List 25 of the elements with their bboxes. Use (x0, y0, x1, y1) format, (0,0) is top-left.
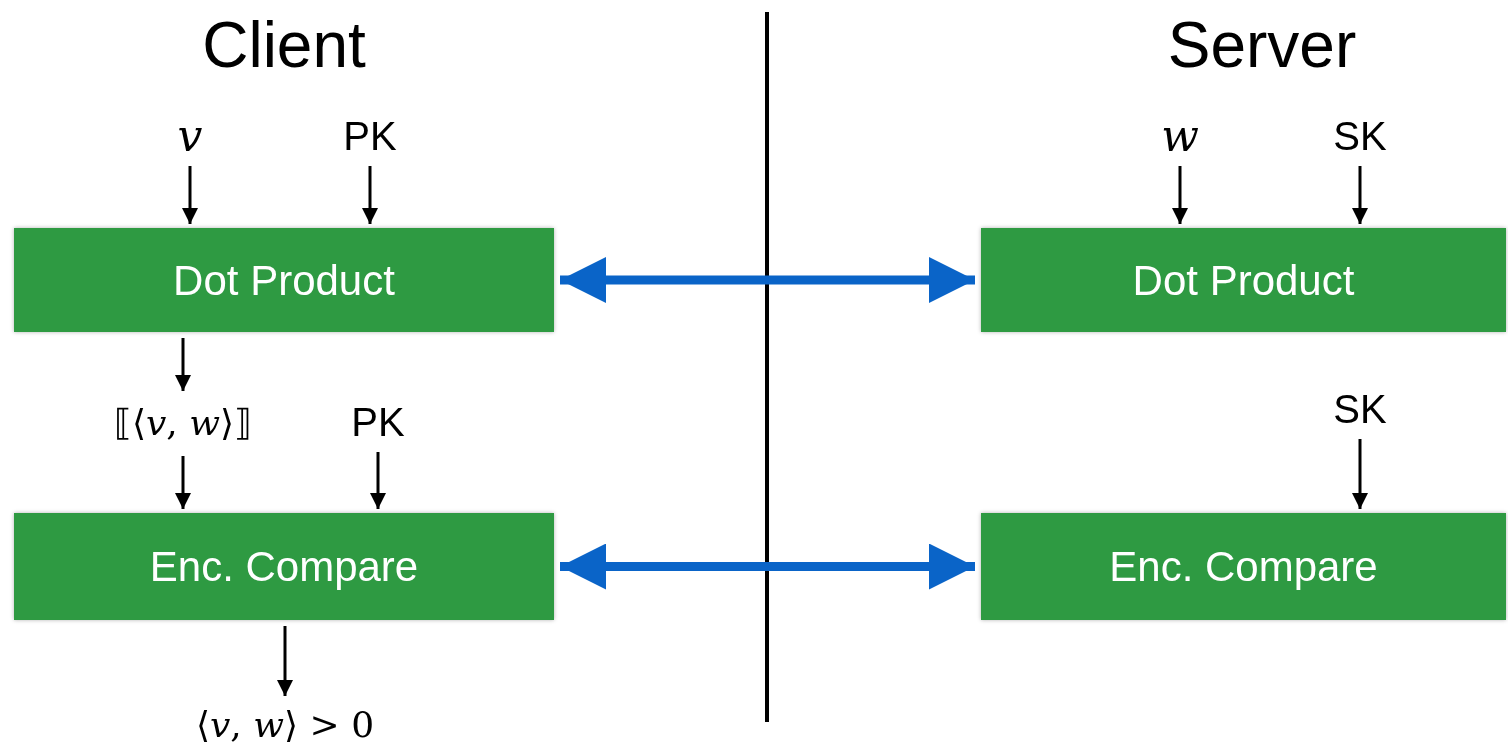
key-label: PK (330, 112, 410, 160)
arrow (1352, 166, 1368, 224)
process-box: Dot Product (14, 228, 554, 332)
variable-label: v (160, 112, 220, 160)
key-label: SK (1320, 385, 1400, 433)
arrow (560, 257, 975, 303)
column-heading: Client (201, 8, 367, 83)
arrow (1352, 439, 1368, 509)
arrow (560, 543, 975, 590)
math-expression: ⟨v, w⟩ > 0 (160, 700, 410, 750)
process-box: Enc. Compare (14, 513, 554, 620)
key-label: PK (338, 398, 418, 446)
variable-label: w (1150, 112, 1210, 160)
arrow (362, 166, 378, 224)
arrow (1172, 166, 1188, 224)
process-box: Dot Product (981, 228, 1506, 332)
arrow (182, 166, 198, 224)
process-box: Enc. Compare (981, 513, 1506, 620)
column-heading: Server (1166, 8, 1358, 83)
arrow (370, 452, 386, 509)
key-label: SK (1320, 112, 1400, 160)
arrow (175, 338, 191, 391)
arrow (277, 626, 293, 696)
arrow (175, 456, 191, 509)
math-expression: ⟦⟨v, w⟩⟧ (88, 395, 278, 450)
